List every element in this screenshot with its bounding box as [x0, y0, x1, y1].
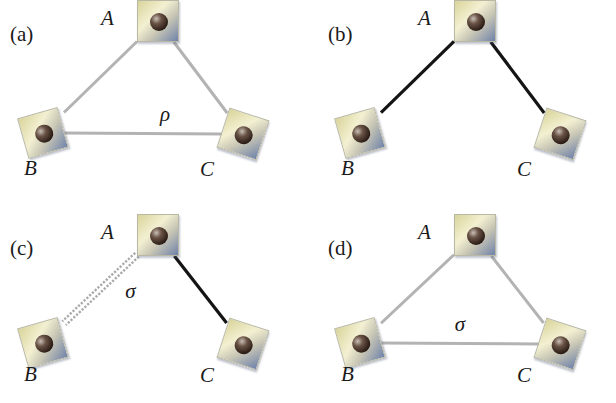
- state-label: σ: [124, 281, 136, 302]
- entanglement-line: [491, 42, 544, 113]
- connector-path: [174, 256, 226, 323]
- panel-label: (a): [10, 24, 33, 45]
- particle-sphere: [232, 334, 255, 357]
- qubit-box: B: [339, 112, 381, 154]
- panel-label: (d): [328, 238, 353, 259]
- panel-label: (c): [10, 238, 33, 259]
- qubit-box: A: [137, 0, 179, 42]
- particle-sphere: [467, 13, 485, 31]
- party-label: B: [341, 158, 354, 179]
- particle-sphere: [150, 227, 168, 245]
- cube-shape: [334, 317, 386, 369]
- qubit-box: A: [454, 0, 496, 42]
- entanglement-line: [381, 343, 539, 345]
- cube-shape: [217, 318, 270, 371]
- connector-path: [381, 255, 454, 324]
- cube-shape: [454, 0, 496, 42]
- party-label: C: [517, 365, 531, 386]
- particle-sphere: [549, 334, 572, 357]
- cube-shape: [137, 0, 179, 42]
- connector-path: [64, 132, 222, 136]
- qubit-box: C: [539, 323, 581, 365]
- particle-sphere: [467, 227, 485, 245]
- entanglement-line: [62, 253, 139, 325]
- entanglement-line: [174, 256, 226, 323]
- connector-path: [491, 256, 543, 323]
- connector-path: [381, 342, 539, 346]
- particle-sphere: [232, 124, 255, 147]
- state-label: σ: [454, 313, 466, 334]
- connector-path: [491, 42, 544, 113]
- party-label: B: [341, 364, 354, 385]
- connector-path: [174, 42, 227, 113]
- qubit-box: A: [454, 214, 496, 256]
- qubit-box: C: [222, 113, 264, 155]
- party-label: B: [24, 158, 37, 179]
- connector-path: [381, 41, 454, 112]
- panel-label: (b): [328, 24, 353, 45]
- party-label: C: [200, 159, 214, 180]
- cube-shape: [334, 107, 386, 159]
- cube-shape: [217, 108, 270, 161]
- particle-sphere: [33, 333, 55, 355]
- entanglement-line: [381, 255, 454, 324]
- party-label: A: [418, 8, 431, 29]
- cube-shape: [534, 108, 587, 161]
- entanglement-line: [64, 133, 222, 135]
- qubit-box: A: [137, 214, 179, 256]
- particle-sphere: [350, 123, 372, 145]
- qubit-box: C: [222, 323, 264, 365]
- party-label: A: [418, 222, 431, 243]
- particle-sphere: [33, 123, 55, 145]
- qubit-box: C: [539, 113, 581, 155]
- state-label: ρ: [159, 103, 171, 124]
- party-label: C: [517, 159, 531, 180]
- particle-sphere: [549, 124, 572, 147]
- cube-shape: [534, 318, 587, 371]
- cube-shape: [137, 214, 179, 256]
- cube-shape: [454, 214, 496, 256]
- entanglement-line: [174, 42, 227, 113]
- entanglement-line: [381, 41, 454, 112]
- particle-sphere: [150, 13, 168, 31]
- qubit-box: B: [22, 322, 64, 364]
- entanglement-line: [491, 256, 543, 323]
- party-label: A: [101, 8, 114, 29]
- party-label: B: [24, 364, 37, 385]
- connector-path: [64, 41, 137, 112]
- qubit-box: B: [339, 322, 381, 364]
- entanglement-line: [64, 41, 137, 112]
- cube-shape: [17, 317, 69, 369]
- cube-shape: [17, 107, 69, 159]
- particle-sphere: [350, 333, 372, 355]
- qubit-box: B: [22, 112, 64, 154]
- party-label: A: [101, 222, 114, 243]
- party-label: C: [200, 365, 214, 386]
- connector-path: [62, 253, 135, 322]
- connector-path: [66, 257, 139, 326]
